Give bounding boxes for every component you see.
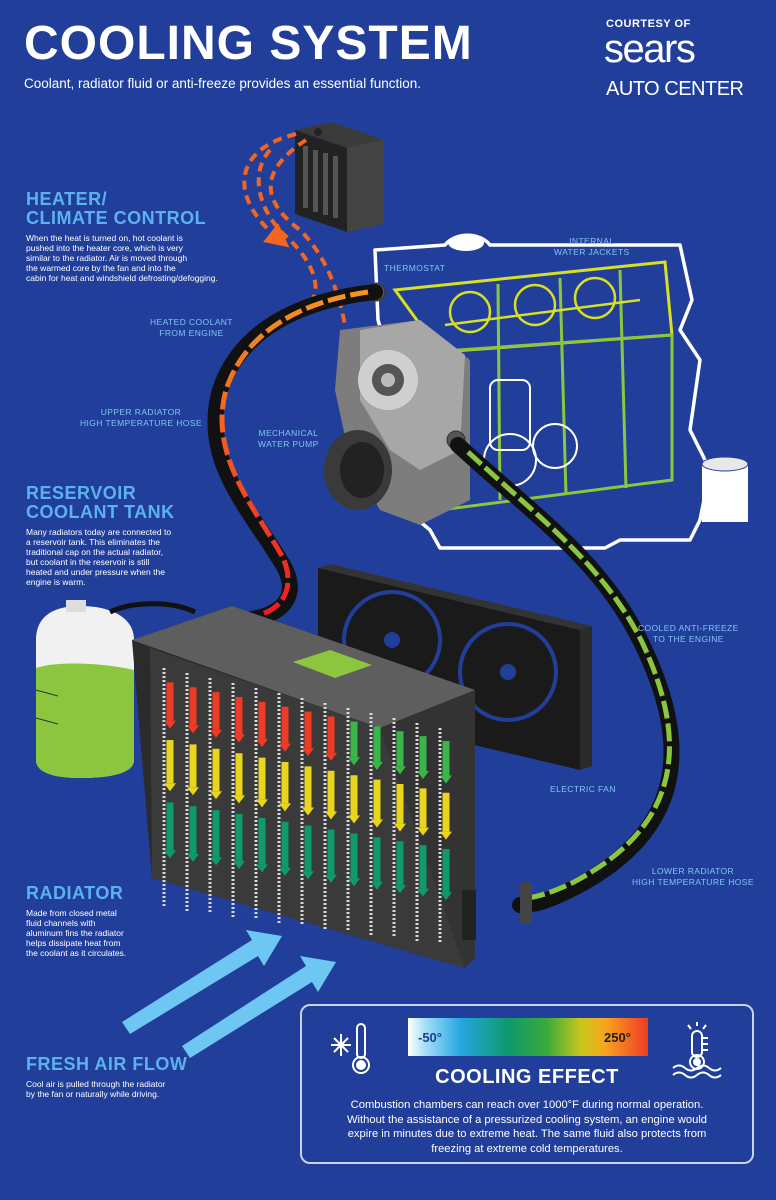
fresh-air-title: FRESH AIR FLOW	[26, 1054, 188, 1074]
reservoir-title-line2: COOLANT TANK	[26, 502, 175, 522]
coolant-flow-arrowhead	[210, 791, 222, 800]
coolant-flow-arrowhead	[164, 720, 176, 729]
heater-core	[295, 122, 384, 232]
coolant-flow-arrowhead	[325, 752, 337, 761]
auto-center-logo-text: AUTO CENTER	[606, 78, 744, 100]
cooling-effect-body: Combustion chambers can reach over 1000°…	[346, 1099, 708, 1155]
coolant-flow-arrowhead	[256, 799, 268, 808]
coolant-flow-arrowhead	[417, 770, 429, 779]
coolant-flow-arrowhead	[210, 857, 222, 866]
coolant-flow-arrowhead	[348, 815, 360, 824]
coolant-flow-arrowhead	[394, 823, 406, 832]
radiator-title: RADIATOR	[26, 883, 124, 903]
scale-max-label: 250°	[604, 1030, 631, 1045]
coolant-flow-arrowhead	[187, 787, 199, 796]
coolant-flow-arrowhead	[164, 783, 176, 792]
radiator	[132, 606, 532, 968]
coolant-flow-arrowhead	[187, 725, 199, 734]
heater-body: When the heat is turned on, hot coolant …	[26, 233, 218, 283]
fresh-air-arrows	[122, 930, 336, 1058]
coolant-flow-arrowhead	[371, 819, 383, 828]
page-subtitle: Coolant, radiator fluid or anti-freeze p…	[24, 76, 421, 91]
coolant-flow-arrowhead	[440, 831, 452, 840]
coolant-flow-arrowhead	[233, 860, 245, 869]
coolant-flow-arrowhead	[302, 748, 314, 757]
coolant-flow-arrowhead	[256, 739, 268, 748]
coolant-flow-arrowhead	[325, 874, 337, 883]
heater-hoses	[242, 132, 347, 326]
courtesy-label: COURTESY OF	[606, 18, 691, 30]
radiator-grille	[162, 668, 452, 944]
coolant-flow-arrowhead	[279, 867, 291, 876]
cooling-effect-title: COOLING EFFECT	[435, 1066, 619, 1088]
fresh-air-section: FRESH AIR FLOW Cool air is pulled throug…	[26, 1054, 188, 1100]
scale-min-label: -50°	[418, 1030, 442, 1045]
coolant-flow-arrowhead	[279, 803, 291, 812]
page-title: COOLING SYSTEM	[24, 17, 473, 70]
coolant-flow-arrowhead	[417, 827, 429, 836]
coolant-flow-arrowhead	[394, 885, 406, 894]
oil-pan	[701, 456, 749, 522]
heater-section: HEATER/ CLIMATE CONTROL When the heat is…	[26, 189, 218, 284]
coolant-flow-arrowhead	[187, 853, 199, 862]
heater-title-line1: HEATER/	[26, 189, 108, 209]
coolant-flow-arrowhead	[440, 775, 452, 784]
coolant-flow-arrowhead	[371, 761, 383, 770]
cooling-effect-panel	[300, 1004, 754, 1164]
coolant-flow-arrowhead	[233, 795, 245, 804]
coolant-flow-arrowhead	[348, 757, 360, 766]
water-pump	[324, 282, 470, 525]
sears-logo: sears	[604, 27, 696, 71]
coolant-flow-arrowhead	[440, 892, 452, 901]
coolant-flow-arrowhead	[325, 811, 337, 820]
water-jackets	[392, 260, 674, 512]
coolant-flow-arrowhead	[256, 864, 268, 873]
coolant-flow-arrowhead	[394, 766, 406, 775]
coolant-flow-arrowhead	[417, 888, 429, 897]
coolant-flow-arrowhead	[210, 729, 222, 738]
upper-radiator-hose	[207, 284, 383, 628]
snowflake-thermometer-icon	[331, 1023, 370, 1074]
coolant-flow-arrowhead	[302, 871, 314, 880]
callout-thermostat: THERMOSTAT	[384, 263, 446, 273]
reservoir-tank	[35, 600, 197, 778]
coolant-flow-arrowhead	[348, 878, 360, 887]
heater-title-line2: CLIMATE CONTROL	[26, 208, 207, 228]
reservoir-section: RESERVOIR COOLANT TANK Many radiators to…	[26, 483, 175, 588]
reservoir-title-line1: RESERVOIR	[26, 483, 137, 503]
coolant-flow-arrowhead	[279, 743, 291, 752]
callout-electric-fan: ELECTRIC FAN	[550, 784, 616, 794]
coolant-flow-arrowhead	[302, 807, 314, 816]
coolant-flow-arrowhead	[233, 734, 245, 743]
coolant-flow-arrowhead	[371, 881, 383, 890]
temperature-scale-bar	[408, 1018, 648, 1056]
hot-thermometer-icon	[672, 1022, 722, 1079]
coolant-flow-arrowhead	[164, 850, 176, 859]
